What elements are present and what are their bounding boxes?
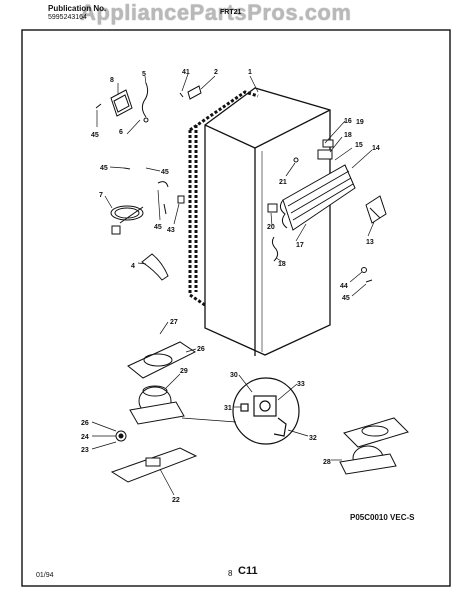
callout: 24 [81,434,89,441]
refrigerator-cabinet [204,87,331,356]
callout: 45 [342,295,350,302]
callout: 26 [197,346,205,353]
callout: 20 [267,224,275,231]
callout: 17 [296,242,304,249]
drain-pan [127,341,196,379]
page-border [21,29,451,587]
footer-section: C11 [238,565,258,577]
base-rail [110,447,198,483]
watermark: AppliancePartsPros.com [80,0,352,25]
right-bracket [365,195,387,224]
callout: 45 [154,224,162,231]
callout: 43 [167,227,175,234]
callout: 18 [278,261,286,268]
callout: 14 [372,145,380,152]
callout: 4 [131,263,135,270]
callout: 33 [297,381,305,388]
door-gasket [188,90,259,307]
callout: 45 [91,132,99,139]
callout: 32 [309,435,317,442]
callout: 19 [356,119,364,126]
condenser-coil [279,164,356,231]
callout: 18 [344,132,352,139]
footer-page-number: 8 [228,569,233,578]
diagram-code: P05C0010 VEC-S [350,513,415,522]
callout-labels: 1 2 4 5 6 7 8 13 14 15 16 17 18 18 19 20… [81,69,380,504]
callout: 23 [81,447,89,454]
callout: 7 [99,192,103,199]
compressor-alt [339,417,409,475]
callout: 29 [180,368,188,375]
left-small-parts [95,82,202,281]
callout: 27 [170,319,178,326]
callout: 28 [323,459,331,466]
callout: 6 [119,129,123,136]
callout: 26 [81,420,89,427]
callout: 30 [230,372,238,379]
footer-date: 01/94 [36,572,54,579]
callout: 5 [142,71,146,78]
callout: 45 [100,165,108,172]
publication-number: 5995243164 [48,14,87,21]
callout: 41 [182,69,190,76]
model-code: FRT21 [220,9,242,16]
callout: 44 [340,283,348,290]
callout: 13 [366,239,374,246]
relay-detail [232,377,300,445]
callout: 8 [110,77,114,84]
callout: 15 [355,142,363,149]
compressor [115,385,185,442]
fan-bracket [317,139,334,160]
callout: 16 [344,118,352,125]
callout: 45 [161,169,169,176]
callout: 21 [279,179,287,186]
callout: 1 [248,69,252,76]
callout: 22 [172,497,180,504]
middle-small-parts [267,157,373,283]
publication-label: Publication No. [48,4,107,13]
callout: 2 [214,69,218,76]
leader-lines [91,73,375,496]
callout: 31 [224,405,232,412]
